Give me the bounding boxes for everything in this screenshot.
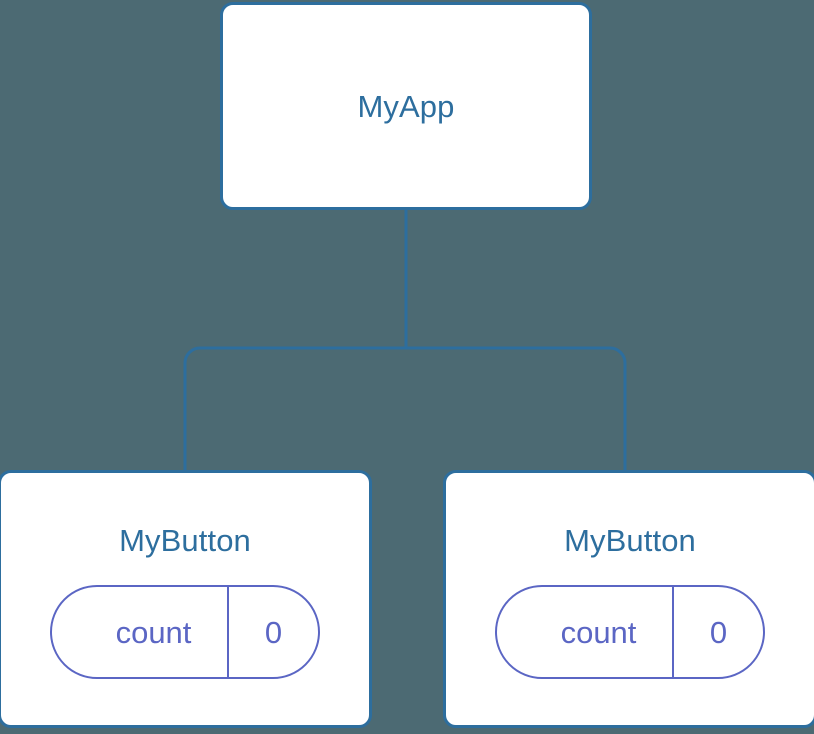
edge-branch-to-child-left <box>183 346 406 474</box>
edge-branch-to-child-right <box>406 346 627 474</box>
state-value: 0 <box>672 587 763 677</box>
state-value: 0 <box>227 587 318 677</box>
state-key: count <box>560 614 637 650</box>
state-key: count <box>115 614 192 650</box>
state-pill[interactable]: count 0 <box>50 585 320 679</box>
state-pill[interactable]: count 0 <box>495 585 765 679</box>
node-title: MyApp <box>357 88 455 124</box>
node-mybutton-left[interactable]: MyButton count 0 <box>0 470 372 728</box>
node-mybutton-right[interactable]: MyButton count 0 <box>443 470 814 728</box>
node-title: MyButton <box>564 523 696 558</box>
node-myapp[interactable]: MyApp <box>220 2 592 210</box>
node-title: MyButton <box>119 523 251 558</box>
